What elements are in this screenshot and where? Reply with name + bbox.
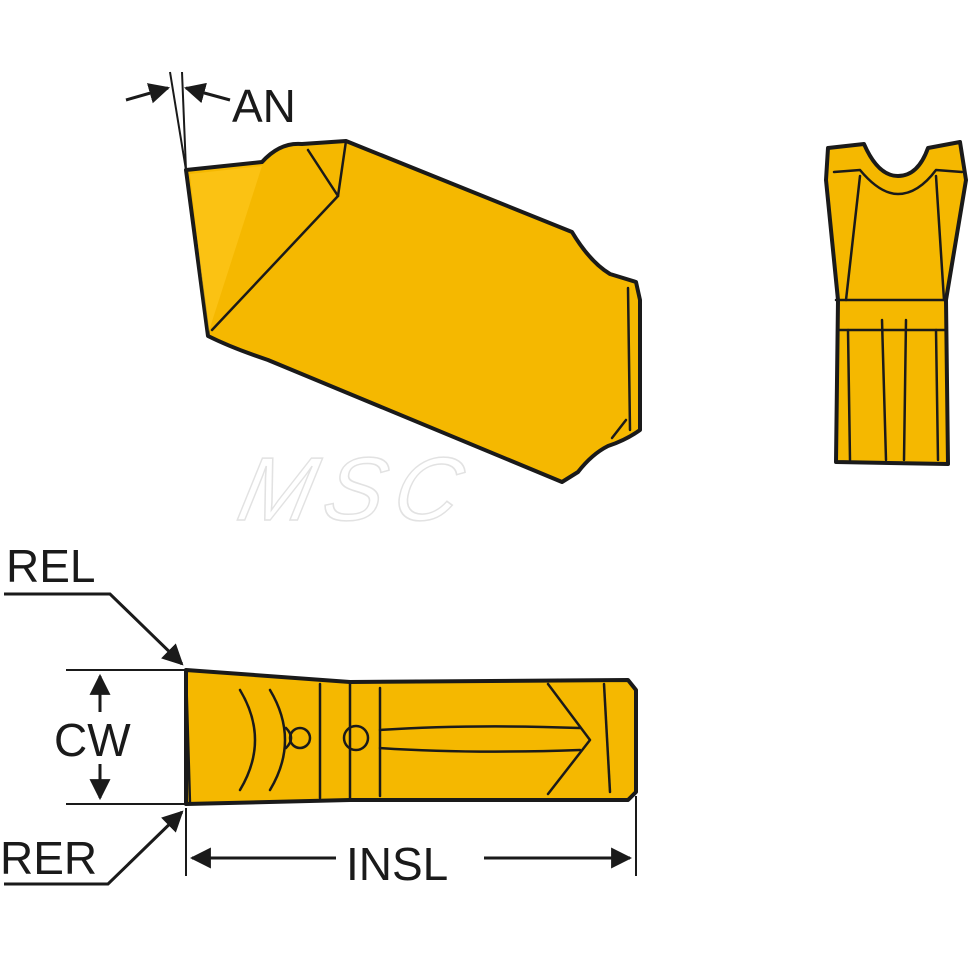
an-dimension: AN xyxy=(125,80,296,132)
label-cw: CW xyxy=(54,714,131,766)
watermark-text: MSC xyxy=(230,440,481,540)
insl-dimension: INSL xyxy=(185,796,637,890)
insert-side-view xyxy=(169,71,642,484)
rel-dimension: REL xyxy=(4,540,184,666)
insert-end-view xyxy=(824,140,968,466)
label-rel: REL xyxy=(6,540,95,592)
insert-top-view xyxy=(184,668,638,806)
label-insl: INSL xyxy=(346,838,448,890)
label-rer: RER xyxy=(0,832,97,884)
label-an: AN xyxy=(232,80,296,132)
rer-dimension: RER xyxy=(0,810,184,886)
cw-dimension: CW xyxy=(54,669,186,805)
